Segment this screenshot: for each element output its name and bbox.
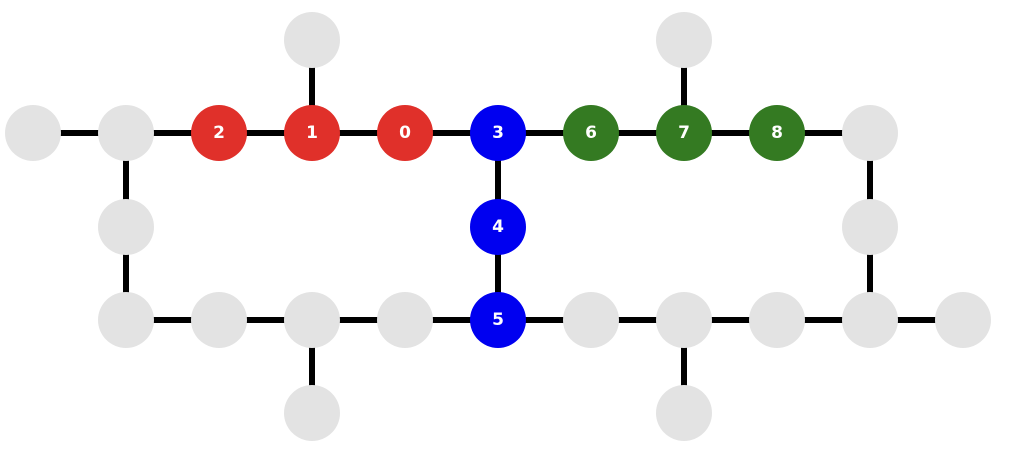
node-circle-q0	[377, 105, 433, 161]
node-label-q5: 5	[492, 310, 504, 330]
node-label-q0: 0	[399, 123, 411, 143]
node-q2: 2	[191, 105, 247, 161]
node-circle-q1	[284, 105, 340, 161]
node-layer: 2 1 0 3 6 7 8 4 5	[5, 12, 991, 441]
node-circle-n-stub-above-7	[656, 12, 712, 68]
node-n-bottom-3	[284, 292, 340, 348]
node-label-q6: 6	[585, 123, 597, 143]
node-circle-n-stub-above-1	[284, 12, 340, 68]
node-q0: 0	[377, 105, 433, 161]
node-n-bottom-8	[749, 292, 805, 348]
node-q6: 6	[563, 105, 619, 161]
node-q3: 3	[470, 105, 526, 161]
node-n-far-left	[5, 105, 61, 161]
node-circle-n-bottom-7	[656, 292, 712, 348]
node-circle-q8	[749, 105, 805, 161]
node-circle-n-bottom-4	[377, 292, 433, 348]
node-n-top-right-corner	[842, 105, 898, 161]
node-circle-n-bottom-3	[284, 292, 340, 348]
node-label-q2: 2	[213, 123, 225, 143]
node-n-top-left-corner	[98, 105, 154, 161]
node-n-bottom-2	[191, 292, 247, 348]
node-n-stub-above-7	[656, 12, 712, 68]
node-n-bottom-right-corner	[842, 292, 898, 348]
node-circle-q7	[656, 105, 712, 161]
node-circle-q3	[470, 105, 526, 161]
node-circle-q5	[470, 292, 526, 348]
node-label-q7: 7	[678, 123, 690, 143]
node-circle-n-far-right	[935, 292, 991, 348]
node-n-stub-below-7	[656, 385, 712, 441]
node-circle-n-stub-below-3	[284, 385, 340, 441]
node-circle-n-bottom-2	[191, 292, 247, 348]
node-circle-n-left-mid	[98, 199, 154, 255]
node-label-q4: 4	[492, 217, 504, 237]
node-circle-n-stub-below-7	[656, 385, 712, 441]
node-q7: 7	[656, 105, 712, 161]
node-n-stub-below-3	[284, 385, 340, 441]
node-circle-q6	[563, 105, 619, 161]
node-n-stub-above-1	[284, 12, 340, 68]
node-n-bottom-left-corner	[98, 292, 154, 348]
node-n-far-right	[935, 292, 991, 348]
node-q4: 4	[470, 199, 526, 255]
node-n-right-mid	[842, 199, 898, 255]
node-circle-q2	[191, 105, 247, 161]
node-n-bottom-6	[563, 292, 619, 348]
node-q1: 1	[284, 105, 340, 161]
node-circle-n-right-mid	[842, 199, 898, 255]
node-circle-n-bottom-8	[749, 292, 805, 348]
node-label-q8: 8	[771, 123, 783, 143]
node-circle-q4	[470, 199, 526, 255]
node-q5: 5	[470, 292, 526, 348]
node-label-q1: 1	[306, 123, 318, 143]
node-circle-n-top-left-corner	[98, 105, 154, 161]
node-circle-n-far-left	[5, 105, 61, 161]
node-label-q3: 3	[492, 123, 504, 143]
node-circle-n-top-right-corner	[842, 105, 898, 161]
node-q8: 8	[749, 105, 805, 161]
node-n-bottom-4	[377, 292, 433, 348]
node-n-left-mid	[98, 199, 154, 255]
node-circle-n-bottom-left-corner	[98, 292, 154, 348]
node-circle-n-bottom-6	[563, 292, 619, 348]
node-n-bottom-7	[656, 292, 712, 348]
node-circle-n-bottom-right-corner	[842, 292, 898, 348]
